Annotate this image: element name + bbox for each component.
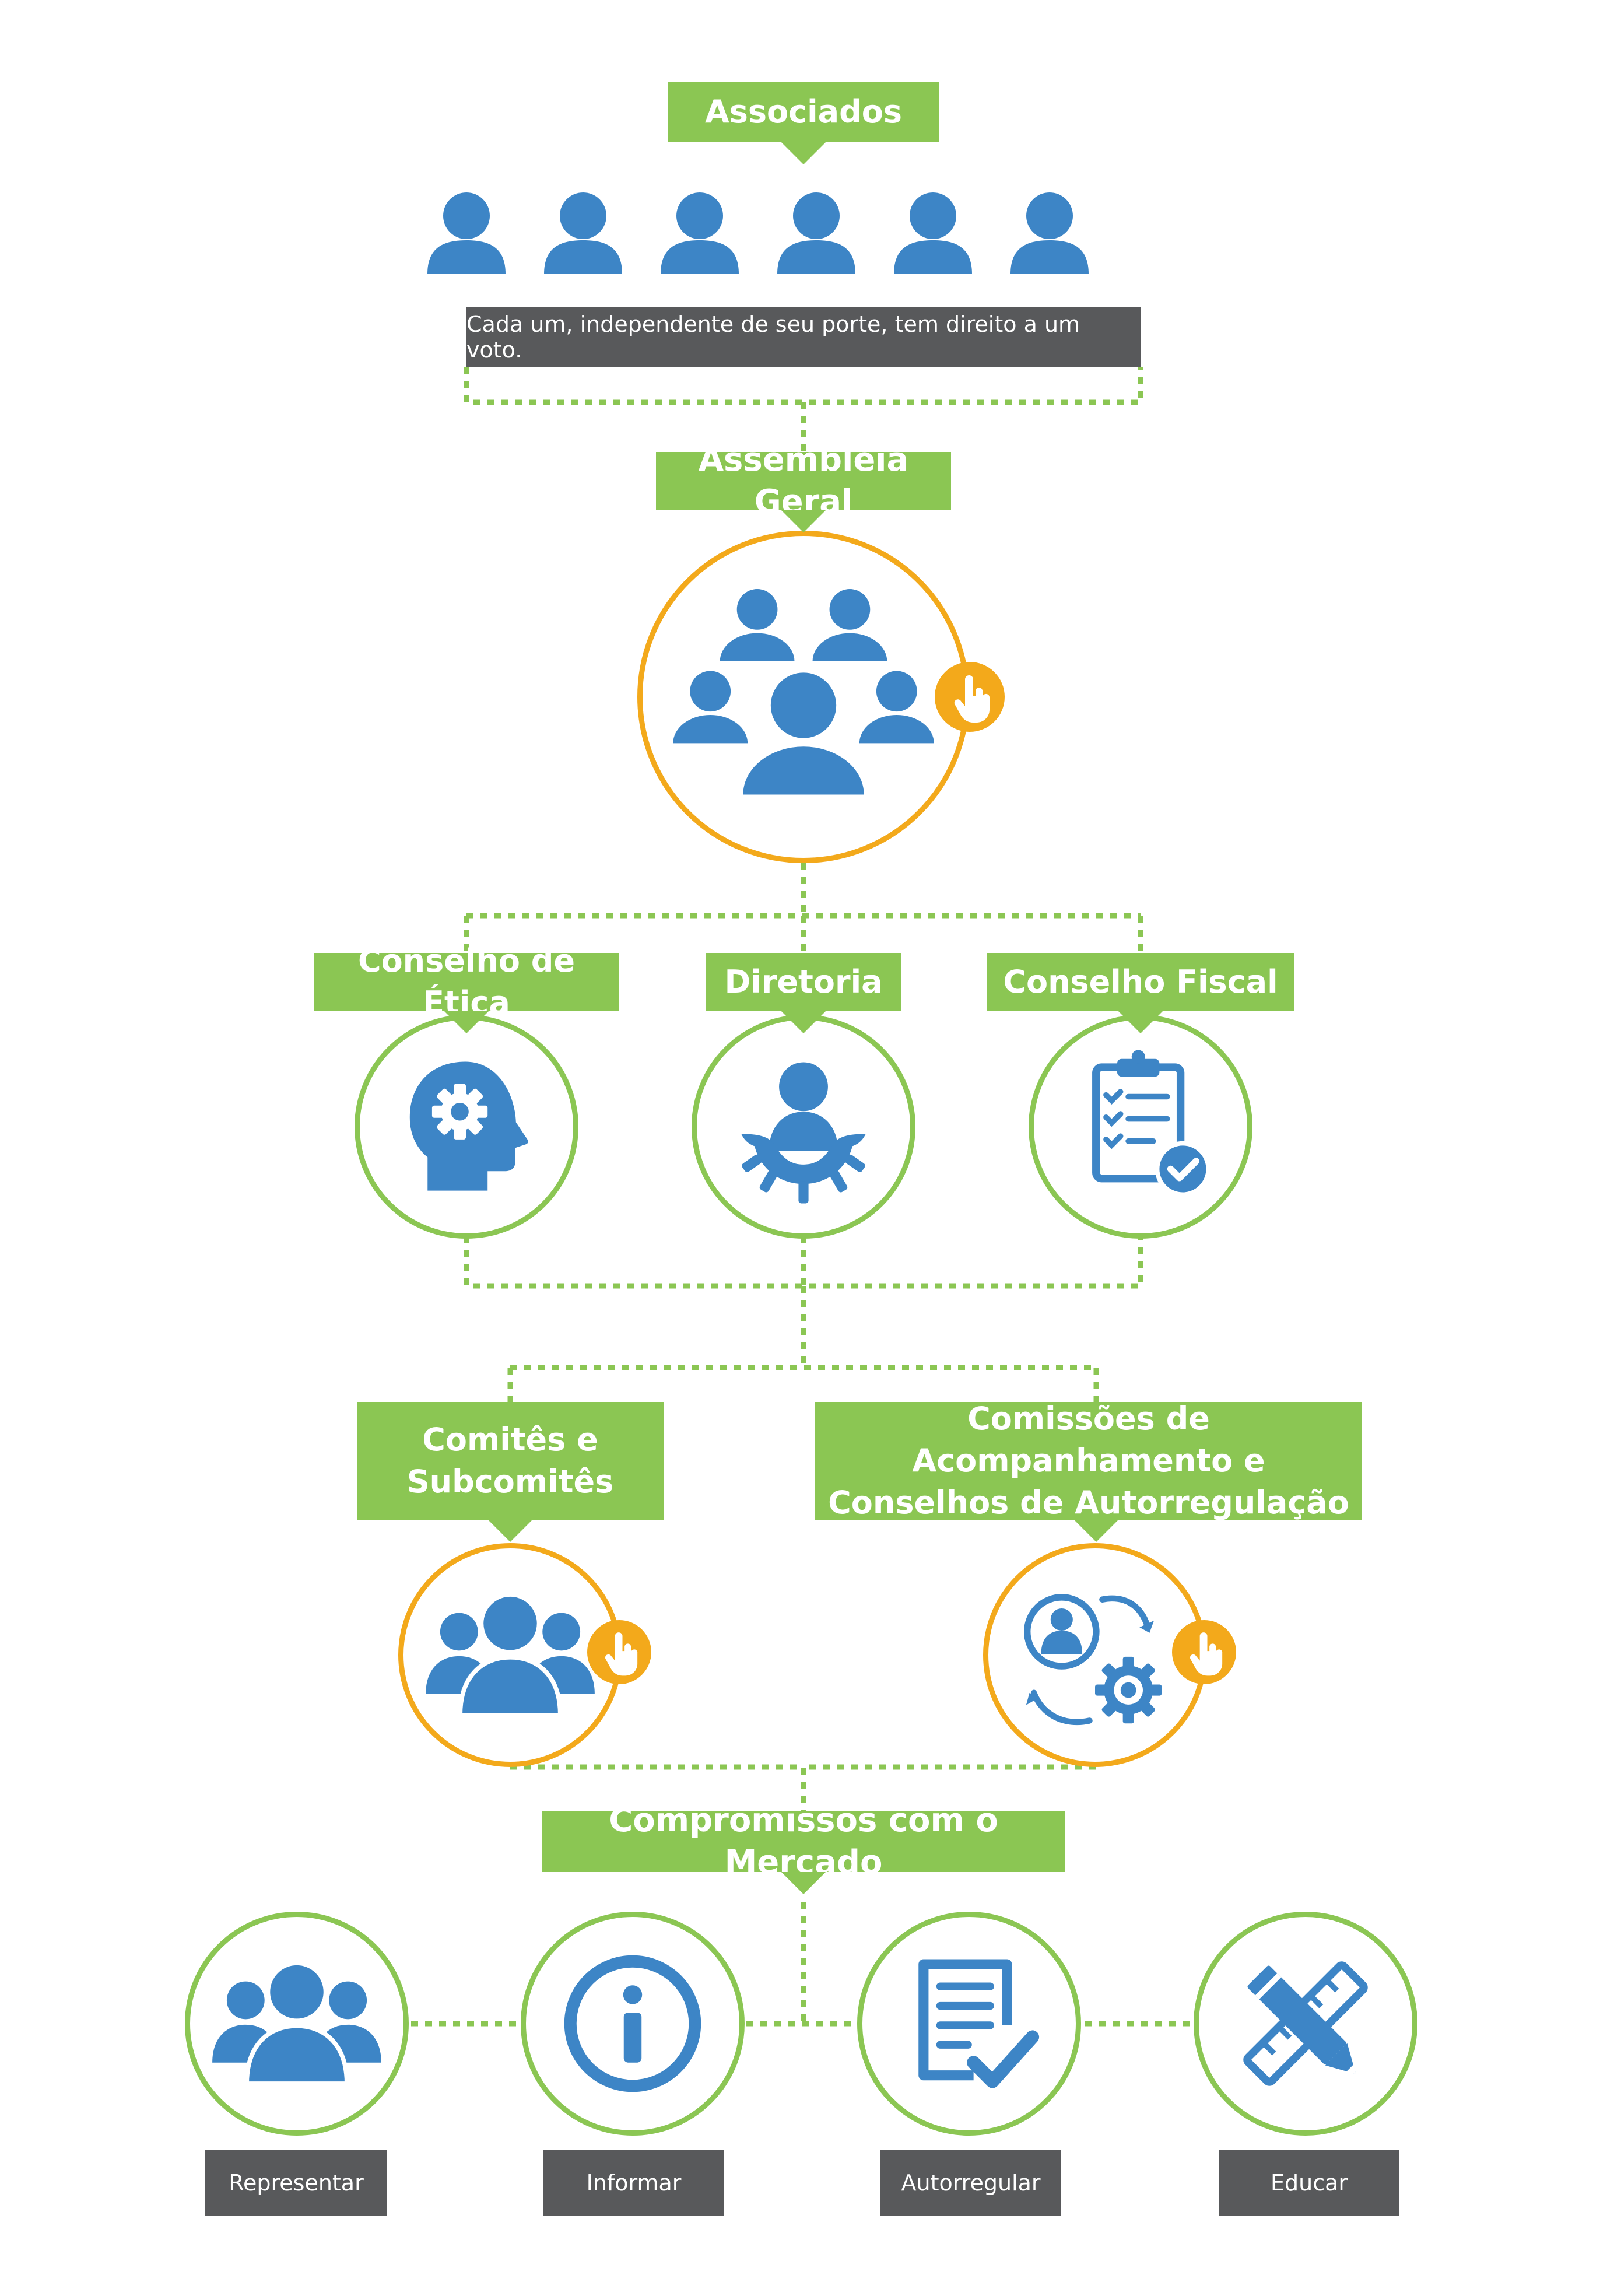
comites-circle[interactable] xyxy=(398,1543,622,1767)
council-diretoria-pointer xyxy=(781,1011,826,1033)
associados-title-pointer xyxy=(781,142,826,164)
comites-hand-badge[interactable] xyxy=(587,1620,651,1684)
compromissos-title: Compromissos com o Mercado xyxy=(542,1801,1065,1881)
assembleia-title: Assembleia Geral xyxy=(656,441,951,521)
member-person-icon xyxy=(423,187,510,280)
comites-label: Comitês e Subcomitês xyxy=(357,1402,664,1520)
person-cycle-gear-icon xyxy=(1024,1594,1162,1726)
member-person-icon xyxy=(656,187,743,280)
autorregular-circle[interactable] xyxy=(857,1912,1081,2136)
autorregular-label: Autorregular xyxy=(880,2150,1061,2216)
representar-circle[interactable] xyxy=(185,1912,409,2136)
representar-label: Representar xyxy=(205,2150,387,2216)
assembleia-hand-badge[interactable] xyxy=(935,662,1005,732)
comites-pointer xyxy=(488,1520,532,1542)
comissoes-hand-badge[interactable] xyxy=(1172,1620,1236,1684)
document-check-icon xyxy=(918,1959,1040,2088)
comissoes-label: Comissões de Acompanhamento e Conselhos … xyxy=(815,1400,1362,1521)
informar-label: Informar xyxy=(543,2150,724,2216)
member-person-icon xyxy=(539,187,627,280)
head-gear-icon xyxy=(409,1061,528,1191)
educar-label: Educar xyxy=(1219,2150,1399,2216)
comissoes-circle[interactable] xyxy=(983,1543,1207,1767)
assembleia-title-pointer xyxy=(781,510,826,532)
compromissos-pointer xyxy=(781,1872,826,1894)
pencil-ruler-icon xyxy=(1243,1961,1368,2086)
council-fiscal-label: Conselho Fiscal xyxy=(987,953,1294,1011)
member-person-icon xyxy=(889,187,977,280)
comissoes-pointer xyxy=(1074,1520,1118,1542)
council-fiscal-circle[interactable] xyxy=(1029,1015,1252,1239)
group-icon xyxy=(426,1592,595,1717)
council-diretoria-label: Diretoria xyxy=(706,953,901,1011)
informar-circle[interactable] xyxy=(521,1912,745,2136)
vote-note: Cada um, independente de seu porte, tem … xyxy=(466,307,1141,367)
council-etica-label: Conselho de Ética xyxy=(314,942,619,1021)
council-diretoria-circle[interactable] xyxy=(692,1015,915,1239)
group-icon xyxy=(212,1961,381,2086)
assembleia-circle[interactable] xyxy=(637,531,970,863)
council-fiscal-pointer xyxy=(1118,1011,1163,1033)
educar-circle[interactable] xyxy=(1194,1912,1417,2136)
pointer-hand-icon xyxy=(954,675,990,723)
assembly-group-icon xyxy=(673,589,934,795)
member-person-icon xyxy=(773,187,860,280)
pointer-hand-icon xyxy=(605,1632,638,1676)
pointer-hand-icon xyxy=(1190,1632,1223,1676)
clipboard-check-icon xyxy=(1092,1050,1211,1197)
person-at-table-icon xyxy=(741,1062,866,1204)
associados-title: Associados xyxy=(668,82,939,142)
member-person-icon xyxy=(1006,187,1093,280)
council-etica-circle[interactable] xyxy=(355,1015,578,1239)
info-icon xyxy=(564,1955,701,2092)
council-etica-pointer xyxy=(444,1011,489,1033)
